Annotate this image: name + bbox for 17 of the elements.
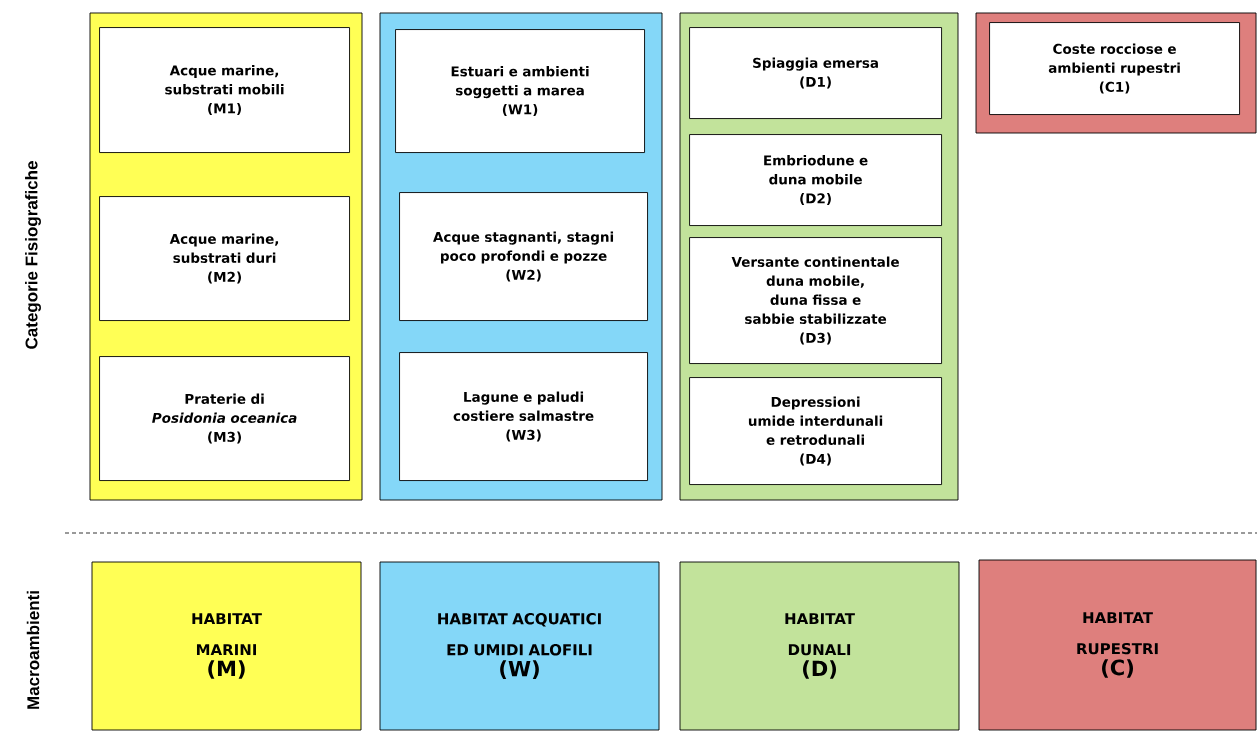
category-box: Acque marine, substrati duri (M2): [99, 196, 350, 321]
axis-label: Macroambienti: [26, 591, 40, 709]
habitat-box: HABITAT ACQUATICI ED UMIDI ALOFILI (W): [379, 561, 660, 731]
category-box: Coste rocciose e ambienti rupestri (C1): [989, 22, 1240, 115]
habitat-box: HABITAT DUNALI (D): [679, 561, 960, 731]
category-box: Acque stagnanti, stagni poco profondi e pozze (W2): [399, 192, 648, 321]
category-box: Embriodune e duna mobile (D2): [689, 134, 942, 226]
category-box: Spiaggia emersa (D1): [689, 27, 942, 119]
habitat-box: HABITAT MARINI (M): [91, 561, 362, 731]
axis-label: Categorie Fisiografiche: [25, 161, 41, 349]
category-box: Depressioni umide interdunali e retrodunali (D4): [689, 377, 942, 485]
category-box: Acque marine, substrati mobili (M1): [99, 27, 350, 153]
category-box: Lagune e paludi costiere salmastre (W3): [399, 352, 648, 481]
category-box: Versante continentale duna mobile, duna fissa e sabbie stabilizzate (D3): [689, 237, 942, 364]
habitat-box: HABITAT RUPESTRI (C): [978, 559, 1257, 731]
category-box: Estuari e ambienti soggetti a marea (W1): [395, 29, 645, 153]
category-box: Praterie di Posidonia oceanica (M3): [99, 356, 350, 481]
